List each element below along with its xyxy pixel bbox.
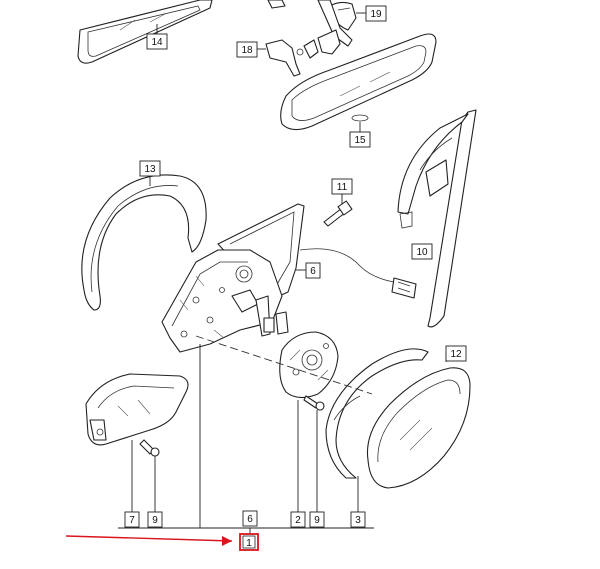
highlight-arrow — [65, 535, 233, 546]
svg-text:14: 14 — [151, 37, 163, 48]
svg-text:6: 6 — [247, 514, 253, 525]
screw-11 — [323, 200, 353, 227]
callout-10: 10 — [411, 243, 433, 260]
svg-text:12: 12 — [450, 349, 462, 360]
svg-text:2: 2 — [295, 515, 301, 526]
callout-3: 3 — [350, 511, 366, 528]
svg-text:9: 9 — [314, 515, 320, 526]
interior-mirror — [280, 33, 437, 131]
callout-7: 7 — [124, 511, 140, 528]
svg-text:3: 3 — [355, 515, 361, 526]
screw-9-left — [139, 439, 160, 457]
callout-13: 13 — [139, 160, 161, 177]
clip-parts — [265, 29, 341, 77]
screw-9-right — [303, 395, 325, 411]
callout-19: 19 — [365, 5, 387, 22]
svg-text:6: 6 — [310, 266, 316, 277]
svg-text:10: 10 — [416, 247, 428, 258]
callout-6-top: 6 — [305, 262, 321, 279]
svg-text:13: 13 — [144, 164, 156, 175]
callout-1-highlighted: 1 — [239, 533, 259, 551]
callout-12: 12 — [445, 345, 467, 362]
callout-14: 14 — [146, 33, 168, 50]
adjustment-motor — [279, 331, 339, 399]
rear-view-mirror-top — [77, 0, 213, 64]
mirror-lower-housing — [85, 373, 189, 446]
svg-text:15: 15 — [354, 135, 366, 146]
mirror-cover-cap — [81, 174, 207, 311]
svg-text:1: 1 — [246, 538, 252, 549]
door-mirror-trim — [397, 109, 477, 328]
assembly-dashed-line — [195, 335, 373, 395]
callout-2: 2 — [290, 511, 306, 528]
svg-text:9: 9 — [152, 515, 158, 526]
callout-6-bottom: 6 — [242, 510, 258, 527]
svg-text:18: 18 — [241, 45, 253, 56]
callout-11: 11 — [331, 178, 353, 195]
callout-15: 15 — [349, 131, 371, 148]
callout-9-left: 9 — [147, 511, 163, 528]
svg-text:19: 19 — [370, 9, 382, 20]
callout-9-right: 9 — [309, 511, 325, 528]
mirror-glass — [325, 348, 471, 489]
mirror-mount-parts — [267, 0, 357, 47]
callout-18: 18 — [236, 41, 258, 58]
mirror-bracket-assembly — [161, 203, 417, 353]
svg-text:7: 7 — [129, 515, 135, 526]
svg-text:11: 11 — [337, 182, 348, 193]
